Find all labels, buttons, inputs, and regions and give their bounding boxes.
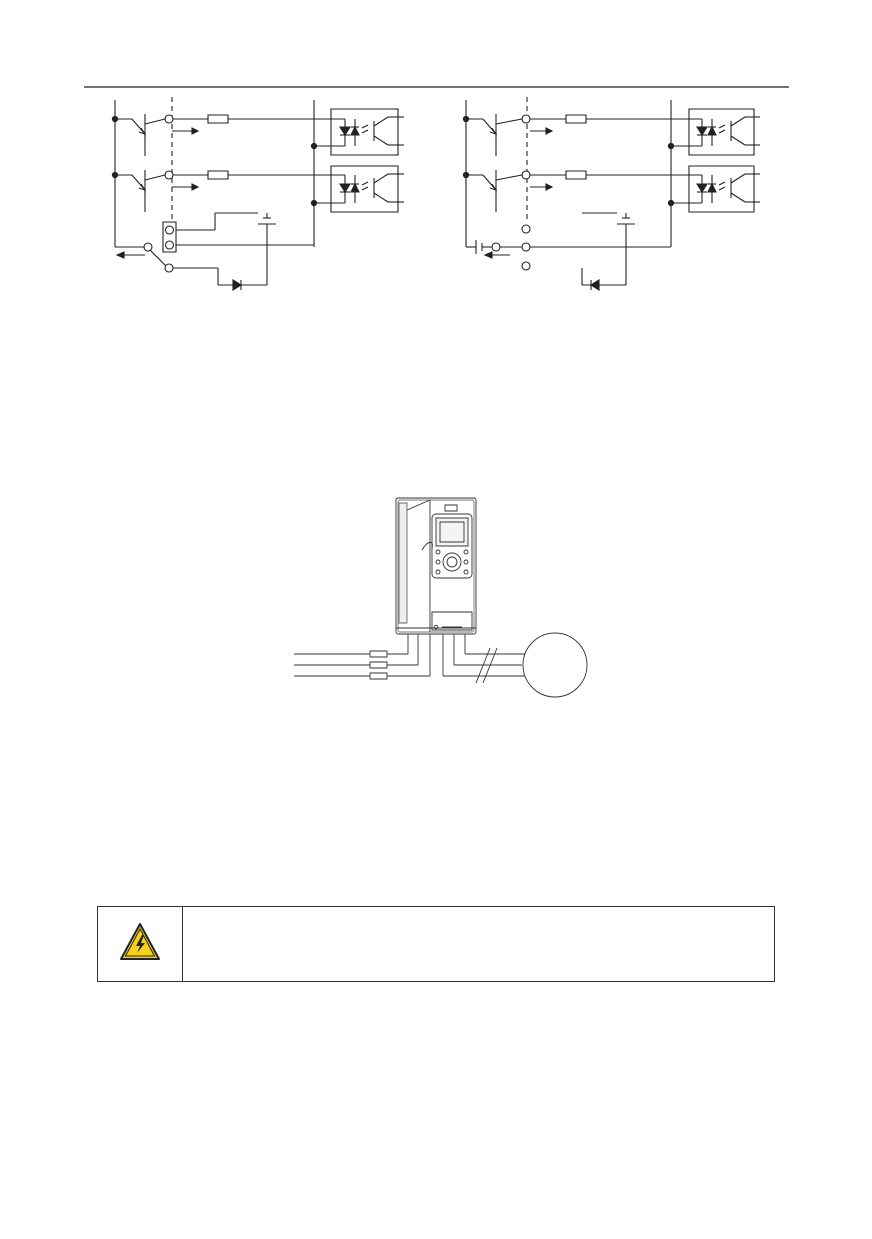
motor-icon xyxy=(523,633,587,697)
high-voltage-warning-icon xyxy=(119,922,161,962)
warning-box xyxy=(97,906,775,982)
circuit-diagram-right xyxy=(0,0,872,300)
header-rule xyxy=(0,0,872,100)
circuit-diagram-left xyxy=(0,0,872,300)
inverter-wiring-diagram xyxy=(0,0,872,720)
warning-icon-cell xyxy=(98,907,183,981)
inverter-drive-icon xyxy=(396,498,476,634)
